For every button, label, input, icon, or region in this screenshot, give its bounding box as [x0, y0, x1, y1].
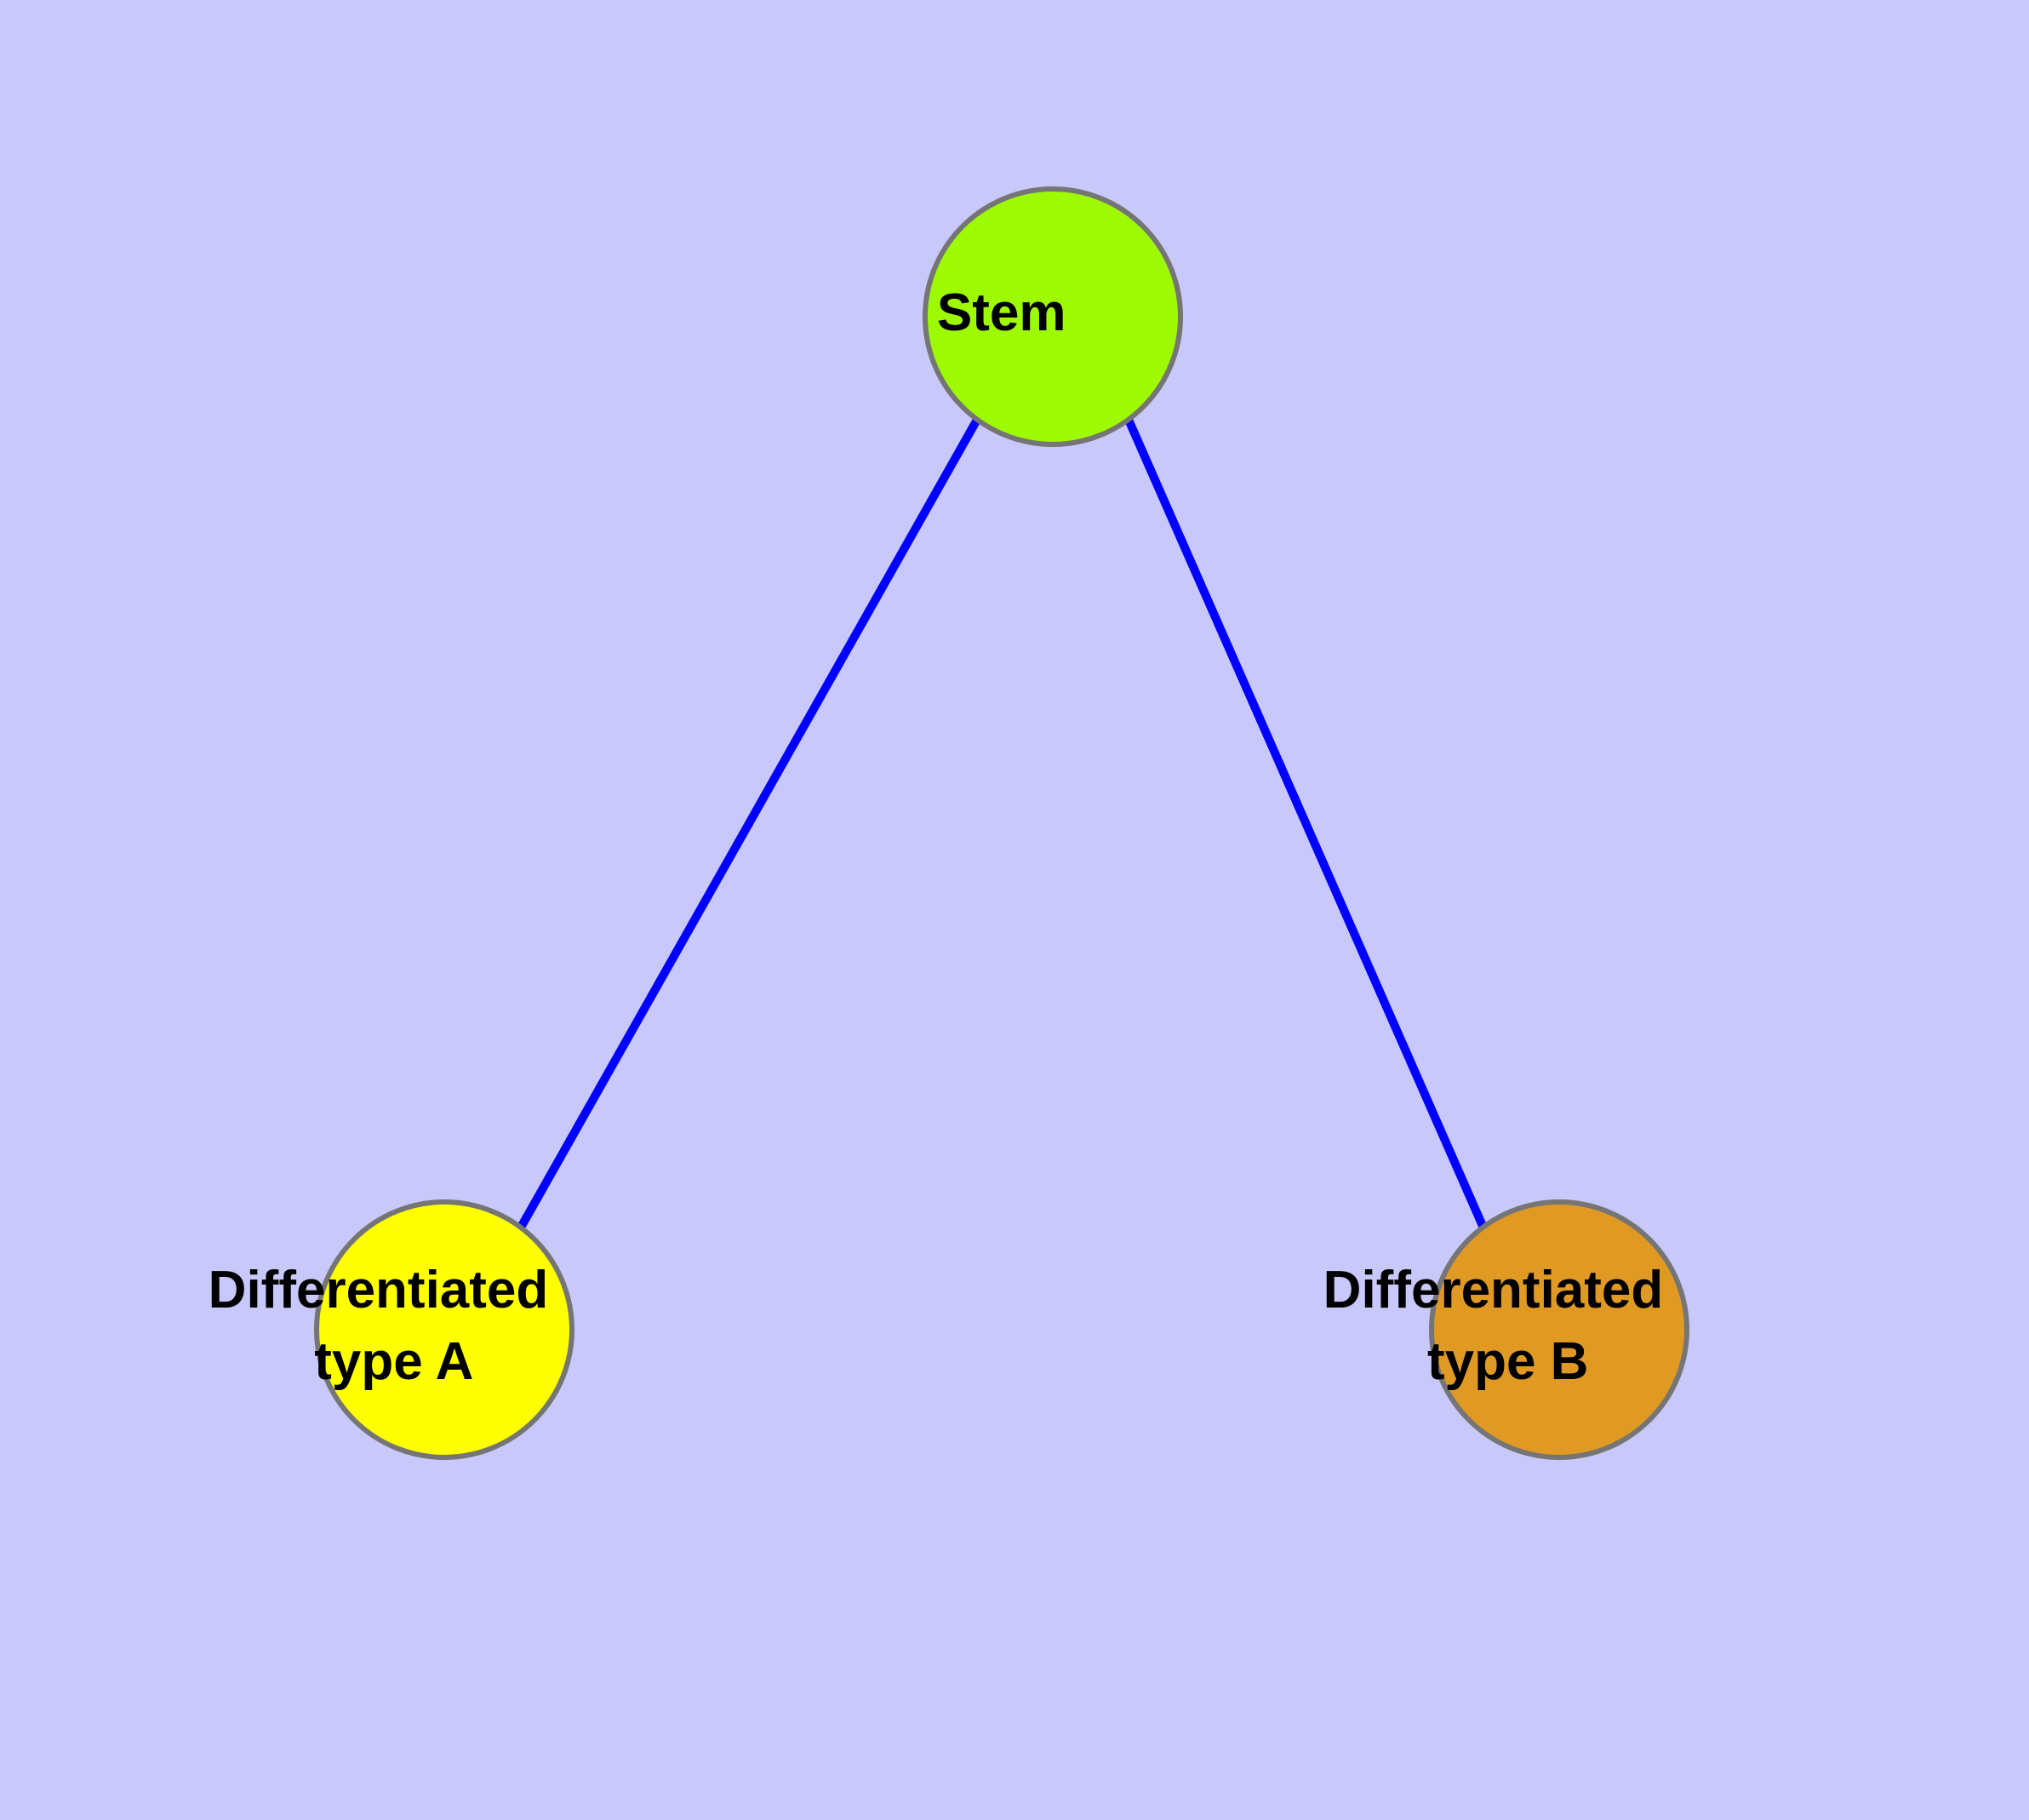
node-stem-circle[interactable] [923, 186, 1183, 447]
node-differentiated-type-b-label: Differentiated type B [1323, 1262, 1664, 1392]
node-stem[interactable] [923, 186, 1183, 447]
node-differentiated-type-b[interactable] [1429, 1199, 1689, 1460]
edge-stem-to-differentiated-type-a[interactable] [517, 417, 981, 1228]
labels-layer: Stem Differentiated type A Differentiate… [0, 0, 1664, 1392]
node-differentiated-type-a[interactable] [314, 1199, 574, 1460]
node-differentiated-type-b-circle[interactable] [1429, 1199, 1689, 1460]
node-differentiated-type-a-label: Differentiated type A [0, 0, 680, 1391]
node-differentiated-type-a-circle[interactable] [314, 1199, 574, 1460]
node-stem-label: Stem [0, 0, 1169, 342]
nodes-layer [314, 186, 1689, 1460]
node-differentiated-type-b-label-line-2: type B [1427, 1332, 1588, 1391]
edge-stem-to-differentiated-type-b[interactable] [1124, 417, 1487, 1228]
node-stem-label-line-1: Stem [937, 283, 1066, 342]
node-differentiated-type-a-label-line-2: type A [314, 1332, 472, 1391]
node-differentiated-type-a-label-line-1: Differentiated [209, 1262, 549, 1320]
node-differentiated-type-b-label-line-1: Differentiated [1323, 1262, 1664, 1320]
edges-layer [517, 417, 1487, 1228]
